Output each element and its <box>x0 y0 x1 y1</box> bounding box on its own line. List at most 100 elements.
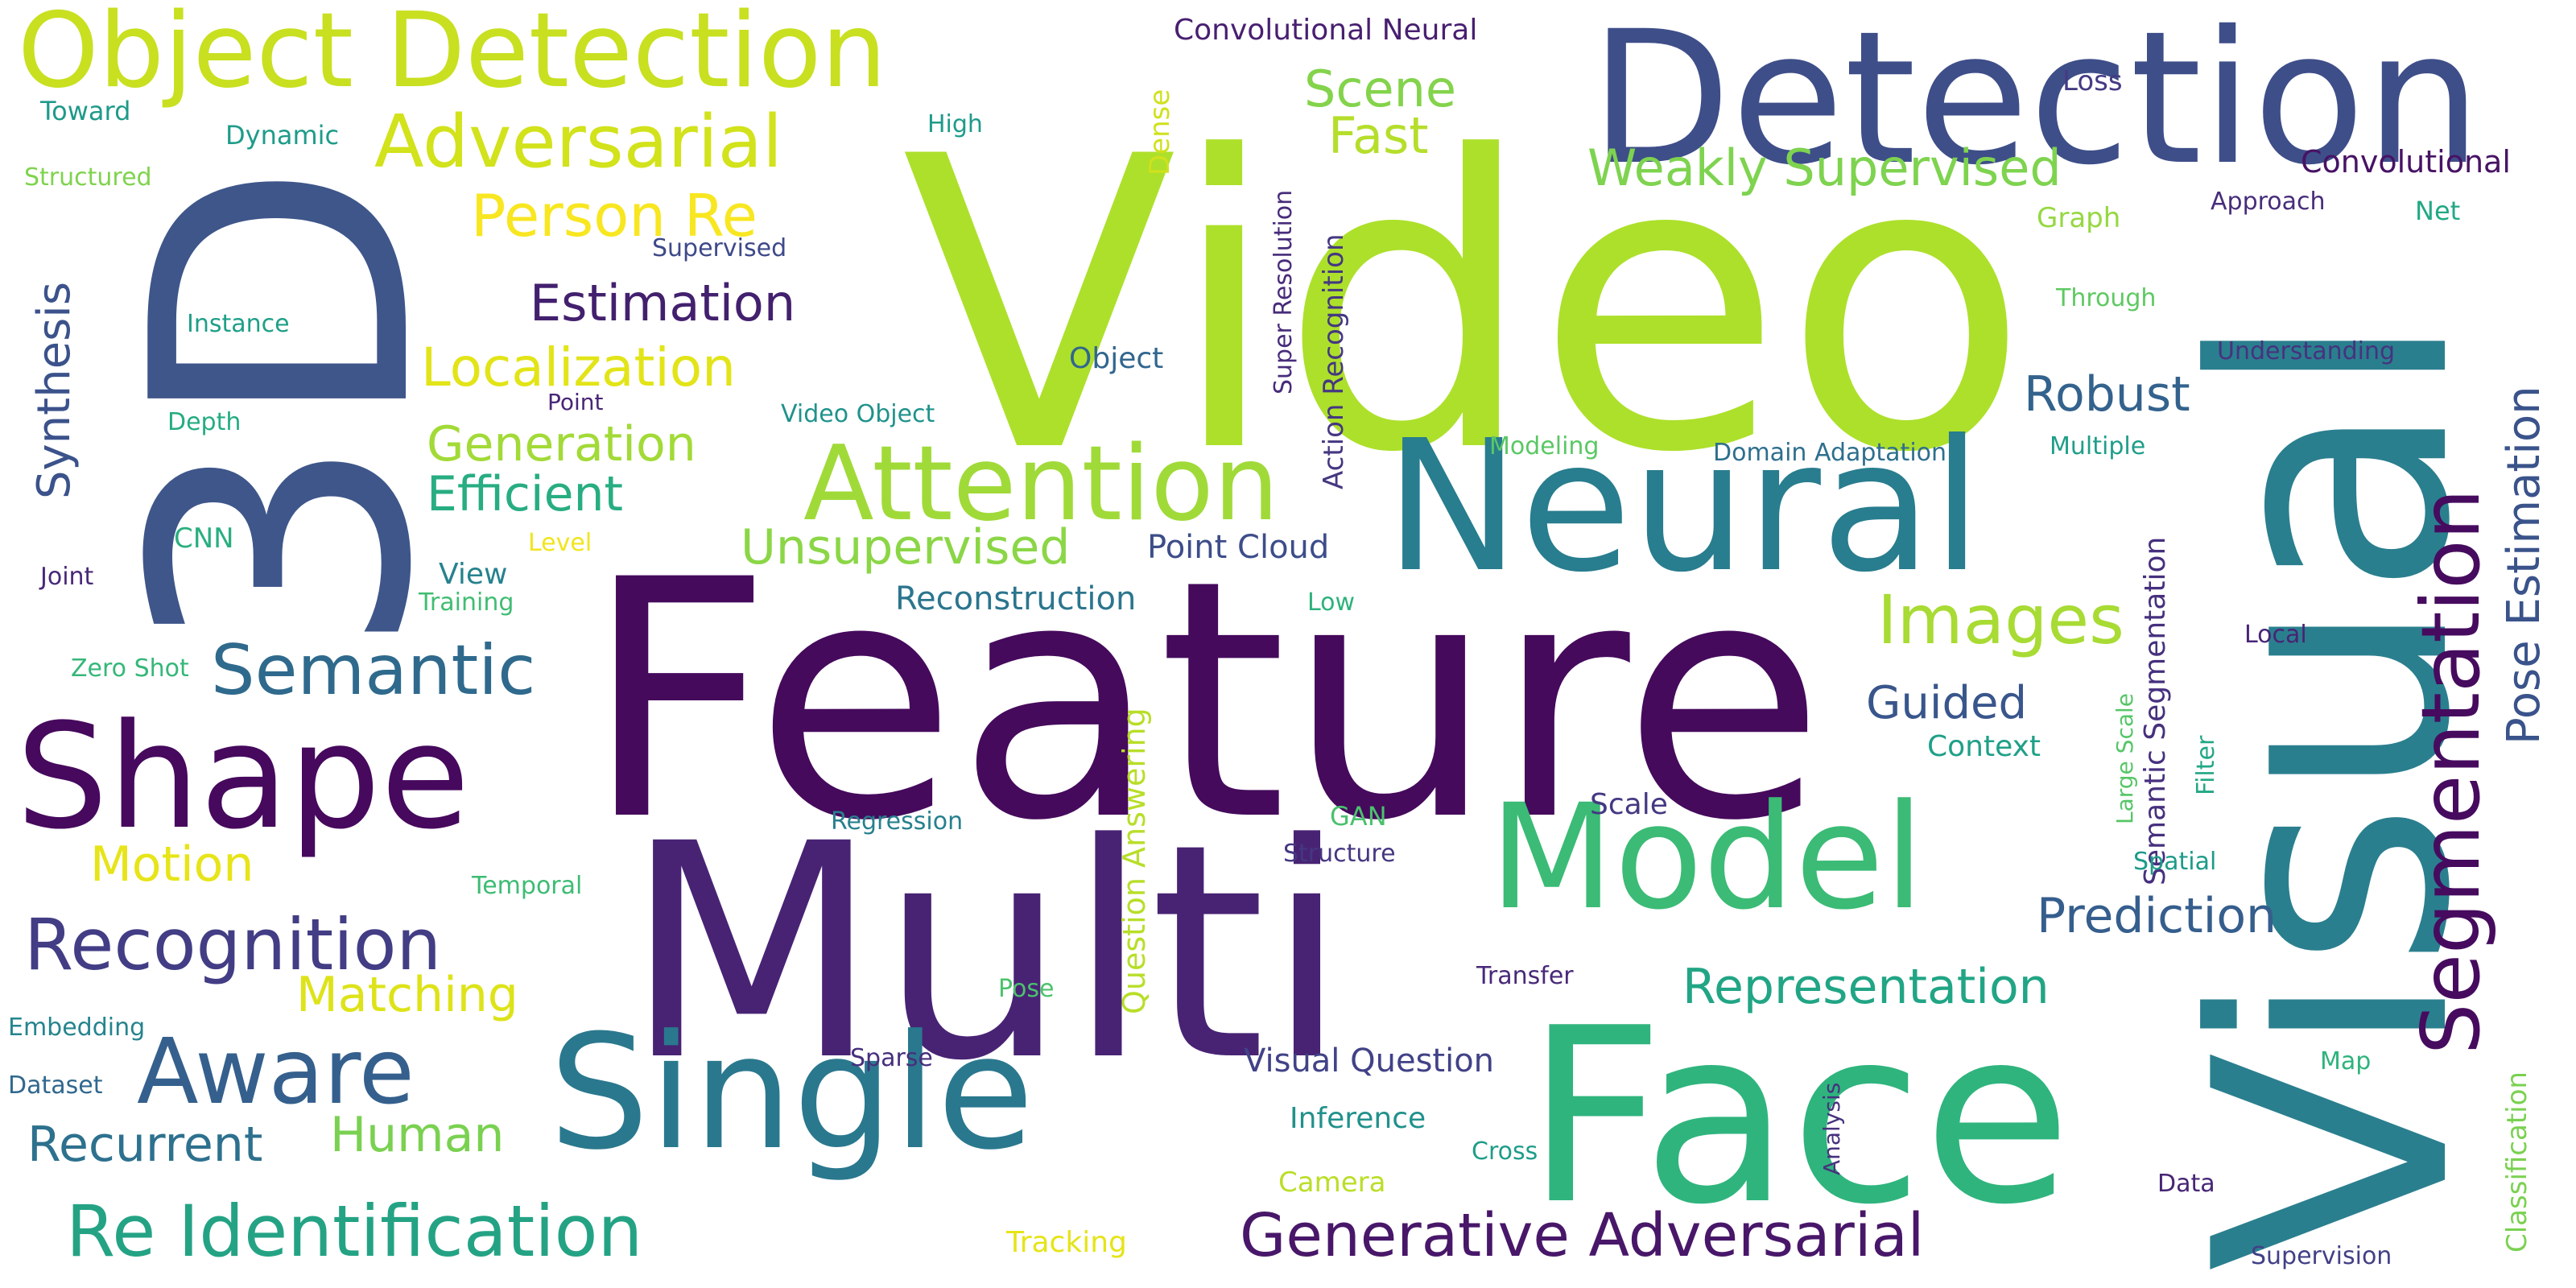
word: Motion <box>90 836 254 893</box>
word: Guided <box>1866 677 2027 729</box>
word: Generative Adversarial <box>1240 1201 1925 1270</box>
word: Multiple <box>2050 432 2146 460</box>
word: Generation <box>427 416 696 473</box>
word: Scene <box>1304 60 1457 118</box>
word: Approach <box>2211 188 2326 216</box>
word: Action Recognition <box>1318 233 1350 489</box>
word: Dense <box>1144 89 1176 175</box>
word: Estimation <box>530 274 796 332</box>
word: Loss <box>2062 65 2123 97</box>
word: Cross <box>1472 1137 1538 1166</box>
word: Supervised <box>652 234 787 262</box>
word: Attention <box>803 424 1279 544</box>
word: 3D <box>77 160 489 658</box>
word: Large Scale <box>2112 692 2138 824</box>
word: Model <box>1489 774 1925 942</box>
word: Supervision <box>2251 1242 2392 1270</box>
word: Localization <box>421 336 736 398</box>
word: Multi <box>624 780 1348 1125</box>
word: Graph <box>2037 202 2121 234</box>
word: Convolutional <box>2301 144 2511 180</box>
word: Modeling <box>1489 432 1600 460</box>
word: Dataset <box>8 1071 103 1100</box>
word: Spatial <box>2133 848 2217 876</box>
word: High <box>927 110 983 138</box>
word: Temporal <box>472 872 583 900</box>
word: View <box>439 558 508 591</box>
word: Dynamic <box>225 120 340 151</box>
word: Face <box>1525 976 2072 1257</box>
word: Question Answering <box>1117 708 1152 1014</box>
word: Images <box>1877 580 2124 659</box>
word: Reconstruction <box>895 580 1137 617</box>
word: Person Re <box>471 182 758 250</box>
word: Training <box>419 588 514 617</box>
word: Camera <box>1278 1166 1386 1199</box>
word: Analysis <box>1818 1082 1845 1175</box>
word: Filter <box>2192 735 2220 795</box>
word: Local <box>2244 621 2307 649</box>
word: Through <box>2056 284 2157 312</box>
word: Classification <box>2501 1071 2533 1253</box>
word: Object Detection <box>18 0 887 111</box>
word: Instance <box>187 310 290 338</box>
word: Tracking <box>1006 1226 1127 1259</box>
word: Neural <box>1385 402 1983 613</box>
word: Low <box>1307 588 1356 617</box>
word: Level <box>528 529 592 557</box>
word: Recognition <box>24 903 442 986</box>
word: Shape <box>16 693 470 861</box>
word: Weakly Supervised <box>1587 138 2062 197</box>
word: Structured <box>24 163 152 192</box>
word: Toward <box>40 96 131 126</box>
word: Semantic Segmentation <box>2139 536 2172 886</box>
word: Sparse <box>850 1044 933 1072</box>
word: Inference <box>1290 1102 1426 1135</box>
word: Net <box>2415 196 2461 226</box>
word: Aware <box>137 1020 415 1125</box>
word: Embedding <box>8 1013 146 1042</box>
word: Context <box>1927 730 2041 763</box>
word: Feature <box>584 510 1825 893</box>
word: Data <box>2157 1170 2215 1198</box>
word: Pose <box>998 975 1055 1003</box>
word: Fast <box>1328 106 1429 165</box>
word: Map <box>2320 1047 2372 1075</box>
word: Unsupervised <box>741 519 1071 576</box>
word: Representation <box>1682 959 2050 1015</box>
word: CNN <box>174 522 234 555</box>
word: Scale <box>1590 788 1668 821</box>
word: Detection <box>1590 0 2482 205</box>
word: Domain Adaptation <box>1713 439 1947 467</box>
word: Joint <box>40 563 94 591</box>
word: Understanding <box>2217 337 2396 365</box>
word: Recurrent <box>27 1117 263 1173</box>
word: Convolutional Neural <box>1174 14 1478 47</box>
word: Efficient <box>427 466 624 522</box>
word: Video Object <box>781 400 935 428</box>
word: Point <box>547 389 604 415</box>
word: Pose Estimation <box>2498 386 2550 745</box>
word: Synthesis <box>28 282 80 499</box>
word: Zero Shot <box>71 654 189 683</box>
word: GAN <box>1330 801 1387 832</box>
word: Segmentation <box>2404 489 2498 1055</box>
word: Object <box>1069 342 1164 375</box>
word: Video <box>902 72 2029 540</box>
word: Transfer <box>1476 962 1574 990</box>
word: Semantic <box>211 630 536 711</box>
word: Visual Question <box>1244 1042 1495 1080</box>
word: Human <box>330 1107 505 1163</box>
word: Re Identification <box>66 1190 643 1273</box>
word: Depth <box>167 408 242 436</box>
word: Adversarial <box>374 100 782 184</box>
word: Robust <box>2024 366 2190 423</box>
word: Prediction <box>2037 888 2277 944</box>
word: Point Cloud <box>1147 529 1330 566</box>
word: Matching <box>296 967 518 1023</box>
word: Regression <box>831 807 964 836</box>
word: Structure <box>1283 840 1396 868</box>
word: Single <box>549 1001 1034 1185</box>
word: Super Resolution <box>1269 189 1298 394</box>
